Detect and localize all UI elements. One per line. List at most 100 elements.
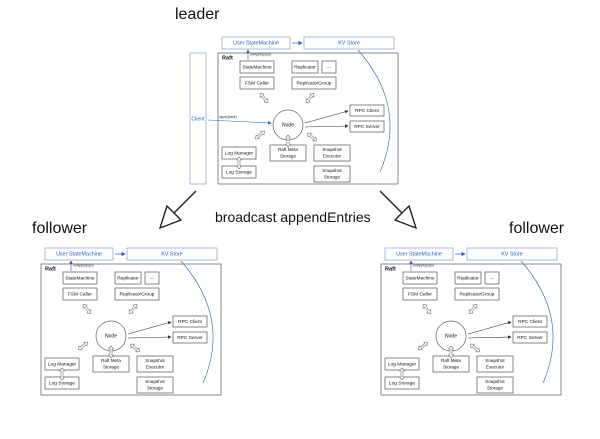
leader-snapshot-executor-label-2: Executor — [323, 154, 342, 159]
leader-replicator-group-label: ReplicatorGroup — [297, 80, 332, 86]
follower-right-snapshot-to-kv-curve — [520, 260, 554, 384]
leader-node-label: Node — [282, 122, 294, 128]
leader-kv-store-label: KV Store — [338, 41, 360, 47]
follower-right-replicator-node-link — [468, 304, 478, 314]
leader-client-box — [189, 52, 207, 185]
follower-right-rpc-server-box — [512, 331, 548, 344]
follower-left-node-snapshot-link — [130, 343, 140, 353]
follower-right-rpc-client-box — [512, 315, 548, 328]
leader-snapshot-storage-label-2: Storage — [324, 175, 341, 180]
leader-snapshot-executor-box — [313, 144, 351, 162]
follower-right-state-machine-label: StateMachine — [405, 275, 435, 281]
leader-log-storage-label: Log Storage — [226, 169, 252, 175]
leader-node-logmanager-link — [255, 130, 265, 140]
follower-left-state-machine-label: StateMachine — [65, 275, 95, 281]
follower-left-label: follower — [32, 220, 88, 237]
follower-left-raft-meta-storage-label-1: Raft Meta — [101, 358, 121, 363]
follower-right-snapshot-executor-label-2: Executor — [486, 365, 505, 370]
follower-left-replicator-label: Replicator — [117, 275, 139, 281]
follower-left-ellipsis-box — [144, 271, 160, 285]
follower-right-node-snapshot-link — [470, 343, 480, 353]
leader-kv-store-box — [303, 36, 395, 50]
leader-client-label: Client — [191, 116, 205, 122]
leader-fsm-node-link — [259, 93, 269, 103]
follower-left-ellipsis-label: ... — [150, 275, 154, 281]
leader-replicator-node-link — [305, 93, 315, 103]
leader-snapshot-executor-label-1: Snapshot — [322, 147, 342, 152]
leader-fsm-caller-label: FSM Caller — [245, 80, 269, 86]
follower-left-rpc-server-box — [172, 331, 208, 344]
follower-left-on-apply-label: onApply(ops) — [73, 263, 94, 267]
follower-left-node-meta-link — [107, 345, 115, 359]
follower-right-snapshot-executor-label-1: Snapshot — [485, 358, 505, 363]
follower-left-fsm-node-link — [82, 304, 92, 314]
follower-left-rpc-client-box — [172, 315, 208, 328]
leader-rpc-server-box — [349, 120, 385, 133]
leader-state-machine-label: StateMachine — [242, 64, 272, 70]
follower-left-node-to-rpc-client-arrow — [127, 321, 172, 335]
follower-left-replicator-box — [114, 271, 142, 285]
broadcast-arrow-right — [379, 190, 418, 230]
follower-left-node-label: Node — [105, 333, 117, 339]
follower-left-log-manager-label: Log Manager — [48, 361, 77, 367]
leader-raft-panel — [217, 52, 399, 185]
leader-apply-task-label: apply(task) — [219, 115, 237, 119]
follower-right-replicator-group-label: ReplicatorGroup — [460, 291, 495, 297]
follower-left-raft-panel — [40, 263, 222, 396]
follower-right-ellipsis-box — [484, 271, 500, 285]
follower-left-fsm-caller-box — [62, 287, 98, 301]
leader-replicator-label: Replicator — [294, 64, 316, 70]
follower-right-snapshot-executor-box — [476, 355, 514, 373]
follower-right-user-state-machine-box — [384, 247, 454, 261]
follower-left-kv-store-box — [126, 247, 218, 261]
follower-left-replicator-group-label: ReplicatorGroup — [120, 291, 155, 297]
follower-left-snapshot-executor-label-1: Snapshot — [145, 358, 165, 363]
follower-right-snapshot-storage-label-2: Storage — [487, 386, 504, 391]
follower-right-log-manager-label: Log Manager — [388, 361, 417, 367]
leader-log-manager-label: Log Manager — [225, 150, 254, 156]
leader-snapshot-to-kv-curve — [357, 49, 391, 173]
leader-ellipsis-box — [321, 60, 337, 74]
follower-right-raft-panel — [380, 263, 562, 396]
leader-logmanager-logstorage-link — [235, 156, 243, 170]
leader-label: leader — [175, 6, 220, 23]
follower-left-snapshot-storage-label-2: Storage — [147, 386, 164, 391]
follower-left-state-machine-box — [62, 271, 98, 285]
follower-right-fsm-caller-box — [402, 287, 438, 301]
follower-right-fsm-caller-label: FSM Caller — [408, 291, 432, 297]
follower-left-node-logmanager-link — [78, 341, 88, 351]
follower-right-node-meta-link — [447, 345, 455, 359]
follower-right-ellipsis-label: ... — [490, 275, 494, 281]
follower-left-fsm-caller-label: FSM Caller — [68, 291, 92, 297]
leader-replicator-group-box — [291, 76, 337, 90]
follower-left-replicator-group-box — [114, 287, 160, 301]
follower-left-node-to-rpc-server-arrow — [127, 335, 172, 339]
follower-right-log-storage-label: Log Storage — [389, 380, 415, 386]
follower-right-node-to-rpc-server-arrow — [467, 335, 512, 339]
leader-user-state-machine-box — [221, 36, 291, 50]
follower-right-replicator-group-box — [454, 287, 500, 301]
follower-right-fsm-node-link — [422, 304, 432, 314]
follower-right-state-machine-box — [402, 271, 438, 285]
leader-snapshot-storage-label-1: Snapshot — [322, 168, 342, 173]
follower-right-raft-meta-storage-label-2: Storage — [443, 365, 460, 370]
follower-right-user-state-machine-label: User StateMachine — [396, 252, 442, 258]
leader-on-apply-label: onApply(ops) — [250, 52, 271, 56]
leader-rpc-client-box — [349, 104, 385, 117]
follower-left-logmanager-logstorage-link — [58, 367, 66, 381]
follower-left-user-state-machine-label: User StateMachine — [56, 252, 102, 258]
follower-right-label: follower — [509, 220, 565, 237]
follower-right-kv-store-label: KV Store — [501, 252, 523, 258]
follower-right-node-logmanager-link — [418, 341, 428, 351]
follower-right-on-apply-label: onApply(ops) — [413, 263, 434, 267]
follower-left-snapshot-to-kv-curve — [180, 260, 214, 384]
follower-right-raft-meta-storage-label-1: Raft Meta — [441, 358, 461, 363]
follower-right-rpc-client-label: RPC Client — [518, 319, 542, 325]
leader-node-meta-link — [284, 134, 292, 148]
follower-left-rpc-client-label: RPC Client — [178, 319, 202, 325]
leader-node-to-rpc-server-arrow — [304, 124, 349, 128]
